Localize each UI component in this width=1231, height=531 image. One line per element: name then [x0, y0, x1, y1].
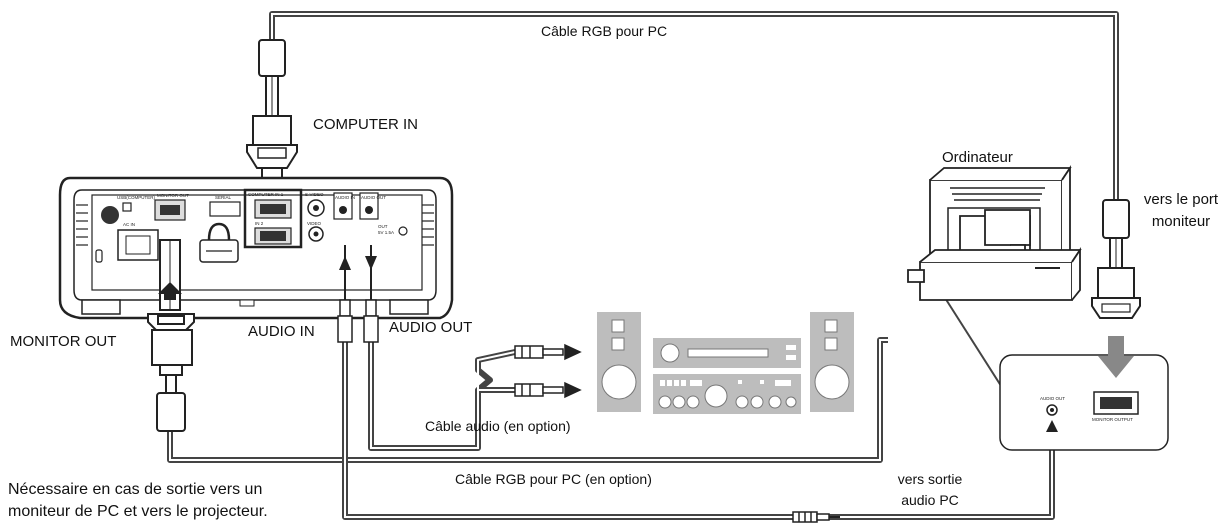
- arrow-monitor-port: [1098, 336, 1134, 378]
- panel-label-usb: USB(COMPUTER): [117, 195, 156, 200]
- panel-label-dc-out: OUT: [378, 224, 388, 229]
- label-pc-audio-out-2: audio PC: [901, 492, 959, 508]
- vga-connector-top: [246, 39, 298, 179]
- panel-label-audio-in: AUDIO IN: [335, 195, 355, 200]
- note-line-1: Nécessaire en cas de sortie vers un: [8, 481, 263, 498]
- note-line-2: moniteur de PC et vers le projecteur.: [8, 503, 268, 520]
- panel-label-in2: IN 2: [255, 221, 264, 226]
- label-pc-audio-out-1: vers sortie: [897, 471, 963, 487]
- panel-label-s-video: S-VIDEO: [305, 192, 324, 197]
- label-computer-in: COMPUTER IN: [313, 116, 418, 133]
- panel-label-audio-out: AUDIO OUT: [361, 195, 386, 200]
- label-audio-cable-optional: Câble audio (en option): [425, 418, 571, 434]
- label-audio-out: AUDIO OUT: [389, 319, 473, 336]
- computer: [907, 165, 1082, 301]
- label-audio-in: AUDIO IN: [248, 323, 315, 340]
- panel-label-video: VIDEO: [307, 221, 322, 226]
- vga-connector-right: [1091, 199, 1141, 319]
- label-monitor-out: MONITOR OUT: [10, 333, 117, 350]
- label-monitor-port-1: vers le port: [1143, 191, 1219, 208]
- label-rgb-cable-pc: Câble RGB pour PC: [541, 23, 668, 39]
- label-ordinateur: Ordinateur: [942, 149, 1013, 166]
- pc-audio-out-label: AUDIO OUT: [1040, 396, 1065, 401]
- pc-monitor-output-label: MONITOR OUTPUT: [1092, 417, 1133, 422]
- pc-back-panel: MONITOR OUTPUT AUDIO OUT: [999, 336, 1169, 451]
- panel-label-ac-in: AC IN: [123, 222, 135, 227]
- audio-plug-pc: [792, 511, 840, 523]
- panel-label-serial: SERIAL: [215, 195, 232, 200]
- label-monitor-port-2: moniteur: [1151, 213, 1211, 230]
- audio-plug-in: [337, 245, 353, 343]
- stereo-system: [597, 312, 854, 414]
- panel-label-dc-out-sub: 5V 1.5A: [378, 230, 394, 235]
- panel-label-computer-in: COMPUTER IN 1: [248, 192, 284, 197]
- projector: USB(COMPUTER) MONITOR OUT SERIAL AC IN C…: [58, 176, 454, 320]
- audio-plug-out: [363, 245, 379, 343]
- panel-label-monitor-out: MONITOR OUT: [157, 193, 189, 198]
- rca-plugs: [514, 343, 582, 399]
- label-rgb-cable-pc-optional: Câble RGB pour PC (en option): [455, 471, 652, 487]
